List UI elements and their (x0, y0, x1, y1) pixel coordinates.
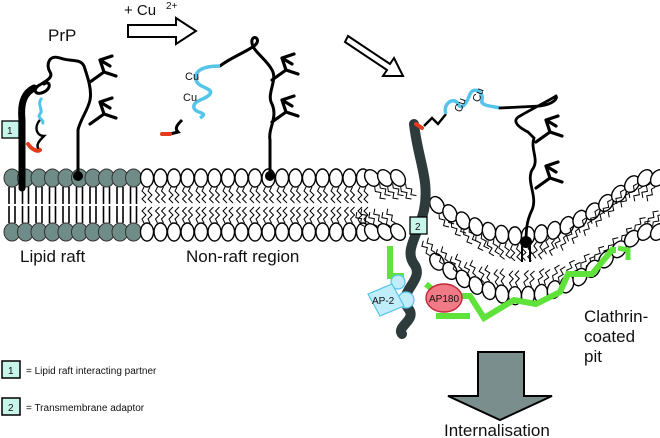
lipid-molecule (386, 166, 419, 203)
lipid-molecule (193, 206, 209, 242)
ap180-adaptor: AP180 (425, 283, 463, 313)
lipid-molecule (124, 168, 143, 205)
lipid-molecule (111, 205, 129, 242)
legend-item: 1 = Lipid raft interacting partner (1, 360, 157, 379)
lipid-molecule (139, 206, 155, 242)
ap180-label: AP180 (429, 294, 459, 305)
lipid-molecule (274, 168, 290, 204)
legend-text: = Lipid raft interacting partner (26, 366, 157, 377)
lipid-molecule (43, 168, 62, 205)
lipid-molecule (30, 205, 48, 242)
lipid-molecule (261, 206, 276, 242)
transmembrane-adaptor (396, 119, 431, 339)
lipid-molecule (97, 168, 116, 205)
copper-ion-label: Cu (185, 71, 199, 83)
clathrin-label-line1: Clathrin- (584, 307, 648, 326)
legend-text: = Transmembrane adaptor (26, 403, 145, 414)
lipid-molecule (288, 206, 303, 242)
lipid-molecule (220, 168, 236, 204)
prp-copper-bound-state: Cu Cu (160, 36, 300, 181)
lipid-molecule (328, 168, 344, 204)
lipid-raft-label: Lipid raft (20, 247, 85, 266)
lipid-molecule (166, 168, 182, 204)
legend: 1 = Lipid raft interacting partner 2 = T… (1, 360, 157, 416)
lipid-molecule (193, 168, 209, 204)
lipid-molecule (43, 205, 62, 242)
lipid-molecule (315, 168, 330, 204)
lipid-molecule (84, 168, 102, 205)
lipid-molecule (274, 206, 290, 242)
lipid-molecule (288, 168, 303, 204)
legend-key: 1 (8, 366, 14, 377)
lipid-molecule (70, 205, 89, 242)
non-raft-membrane (139, 168, 371, 242)
lipid-molecule (220, 206, 236, 242)
diagonal-arrow (343, 34, 405, 77)
prp-pit-state: Cu Cu (414, 87, 564, 262)
ap2-label: AP-2 (372, 296, 395, 307)
prp-raft-state (26, 54, 118, 181)
lipid-raft-partner-protein (18, 84, 38, 192)
lipid-molecule (234, 168, 249, 204)
copper-addition-label: + Cu (124, 2, 156, 19)
lipid-molecule (234, 206, 249, 242)
lipid-molecule (315, 206, 330, 242)
lipid-molecule (3, 205, 21, 242)
lipid-molecule (3, 168, 21, 205)
lipid-molecule (153, 168, 168, 204)
copper-charge-superscript: 2+ (166, 1, 178, 12)
lipid-molecule (180, 168, 195, 204)
lipid-molecule (111, 168, 129, 205)
lipid-molecule (97, 205, 116, 242)
non-raft-region-label: Non-raft region (186, 247, 299, 266)
clathrin-label-line3: pit (584, 347, 602, 366)
lipid-molecule (124, 205, 143, 242)
lipid-molecule (342, 206, 357, 242)
transmembrane-adaptor-badge: 2 (409, 216, 428, 235)
raft-partner-badge: 1 (1, 120, 20, 139)
clathrin-label-line2: coated (584, 327, 635, 346)
internalisation-label: Internalisation (444, 421, 550, 438)
lipid-molecule (301, 168, 317, 204)
copper-addition-arrow (127, 16, 198, 46)
lipid-molecule (153, 206, 168, 242)
copper-ion-label: Cu (471, 87, 487, 104)
copper-ion-label: Cu (453, 97, 469, 114)
legend-key: 2 (8, 403, 14, 414)
ap2-adaptor: AP-2 (367, 274, 415, 317)
lipid-molecule (342, 168, 357, 204)
internalisation-arrow (447, 351, 553, 422)
lipid-molecule (180, 206, 195, 242)
lipid-molecule (30, 168, 48, 205)
lipid-molecule (139, 168, 155, 204)
lipid-molecule (84, 205, 102, 242)
lipid-molecule (57, 205, 75, 242)
svg-text:2: 2 (415, 222, 421, 233)
lipid-molecule (57, 168, 75, 205)
lipid-molecule (16, 205, 35, 242)
lipid-molecule (247, 168, 263, 204)
lipid-molecule (207, 206, 222, 242)
copper-ion-label: Cu (183, 92, 197, 104)
lipid-molecule (247, 206, 263, 242)
lipid-molecule (166, 206, 182, 242)
svg-text:1: 1 (7, 126, 13, 137)
lipid-molecule (207, 168, 222, 204)
legend-item: 2 = Transmembrane adaptor (1, 397, 145, 416)
lipid-molecule (328, 206, 344, 242)
prp-label: PrP (48, 26, 76, 45)
lipid-molecule (301, 206, 317, 242)
